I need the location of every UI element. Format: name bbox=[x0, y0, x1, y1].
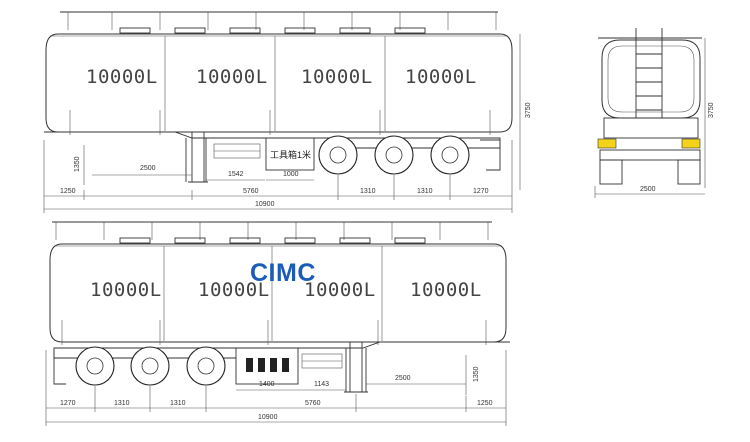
top-side-view: 10000L 10000L 10000L 10000L 工具箱1米 bbox=[43, 11, 532, 213]
dim-top-total-length: 10900 bbox=[255, 201, 275, 208]
chassis-frame bbox=[53, 341, 510, 359]
dim-bottom-kingpin-to-axle: 5760 bbox=[305, 400, 321, 407]
compartment-label-2: 10000L bbox=[198, 279, 270, 301]
wheel bbox=[186, 346, 226, 386]
dim-top-leg-to-box: 1542 bbox=[228, 171, 244, 178]
dim-bottom-box-to-leg: 1143 bbox=[314, 381, 329, 388]
tank-body bbox=[45, 33, 513, 133]
dim-top-height: 3750 bbox=[525, 102, 532, 118]
wheel bbox=[75, 346, 115, 386]
compartment-label-3: 10000L bbox=[304, 279, 376, 301]
dim-bottom-axle-spacing-2: 1310 bbox=[170, 400, 186, 407]
chassis-frame bbox=[44, 131, 501, 149]
compartment-label-2: 10000L bbox=[196, 66, 268, 88]
dim-top-kingpin-front: 1250 bbox=[60, 188, 76, 195]
wheel-group-top bbox=[318, 135, 470, 175]
dim-top-toolbox-length: 1000 bbox=[283, 171, 299, 178]
wheel-group-bottom bbox=[75, 346, 226, 386]
rear-lamp-left bbox=[597, 138, 617, 149]
dim-bottom-total-length: 10900 bbox=[258, 414, 278, 421]
dim-bottom-axle-spacing-1: 1310 bbox=[114, 400, 130, 407]
toolbox bbox=[265, 137, 315, 171]
valve-box bbox=[235, 347, 299, 385]
dim-top-axle-spacing-1: 1310 bbox=[360, 188, 376, 195]
compartment-label-4: 10000L bbox=[410, 279, 482, 301]
dim-bottom-leg-offset: 2500 bbox=[395, 375, 411, 382]
dim-bottom-box-length: 1400 bbox=[259, 381, 275, 388]
landing-leg bbox=[188, 131, 208, 183]
wheel bbox=[374, 135, 414, 175]
rear-lamp-right bbox=[681, 138, 701, 149]
dim-bottom-rear-overhang: 1270 bbox=[60, 400, 76, 407]
dim-rear-width: 2500 bbox=[640, 186, 656, 193]
rear-view: 3750 2500 bbox=[594, 28, 715, 198]
wheel bbox=[318, 135, 358, 175]
compartment-label-1: 10000L bbox=[86, 66, 158, 88]
compartment-label-1: 10000L bbox=[90, 279, 162, 301]
wheel bbox=[130, 346, 170, 386]
bottom-side-view: 10000L 10000L 10000L 10000L CIMC bbox=[45, 221, 510, 426]
dim-rear-height: 3750 bbox=[708, 102, 715, 118]
dim-top-frame-height: 1350 bbox=[74, 156, 81, 172]
compartment-label-4: 10000L bbox=[405, 66, 477, 88]
toolbox-label: 工具箱1米 bbox=[270, 149, 311, 160]
dim-top-leg-offset: 2500 bbox=[140, 165, 156, 172]
compartment-label-3: 10000L bbox=[301, 66, 373, 88]
rear-tank-shell bbox=[601, 39, 701, 119]
dim-top-rear-overhang: 1270 bbox=[473, 188, 489, 195]
dim-top-axle-spacing-2: 1310 bbox=[417, 188, 433, 195]
brand-logo: CIMC bbox=[250, 259, 316, 287]
landing-leg bbox=[344, 341, 368, 393]
dim-bottom-kingpin-front: 1250 bbox=[477, 400, 493, 407]
dim-top-kingpin-to-axle: 5760 bbox=[243, 188, 259, 195]
wheel bbox=[430, 135, 470, 175]
dim-bottom-frame-height: 1350 bbox=[473, 366, 480, 382]
rear-ladder bbox=[635, 28, 663, 118]
